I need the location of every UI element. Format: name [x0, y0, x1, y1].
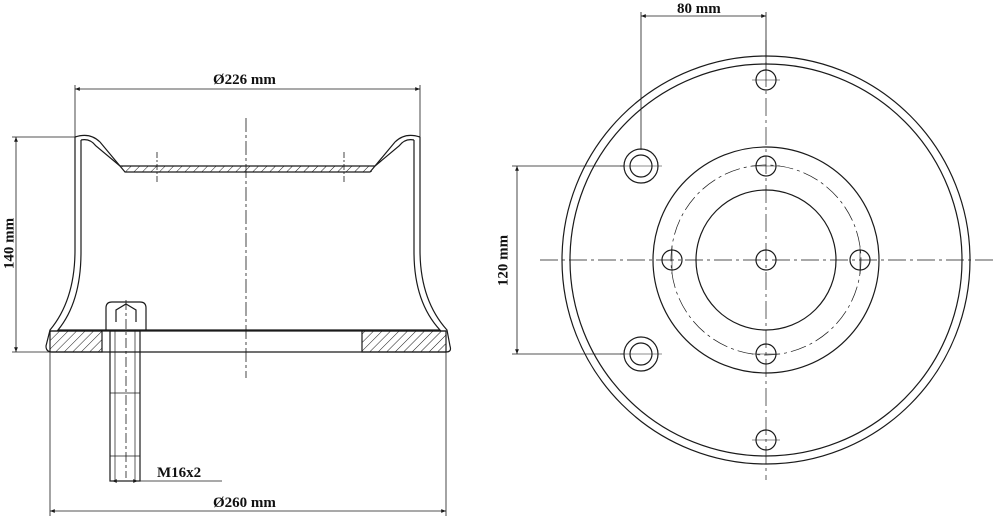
- section-view: [45, 118, 452, 482]
- dim-hole-offset-label: 80 mm: [677, 1, 721, 17]
- dim-hole-spacing-label: 120 mm: [495, 234, 512, 287]
- inner-shell-profile: [56, 140, 442, 331]
- dish-plate-hatch: [122, 166, 372, 172]
- dim-thread-label: M16x2: [157, 465, 202, 481]
- plan-dimensions: [512, 12, 767, 355]
- dim-height-label: 140 mm: [1, 217, 18, 270]
- plan-view: [540, 40, 995, 480]
- base-plate-right-hatch: [361, 330, 447, 353]
- outer-shell-profile: [45, 137, 452, 353]
- dim-base-diameter-label: Ø260 mm: [213, 495, 276, 511]
- dim-top-diameter-label: Ø226 mm: [213, 72, 276, 88]
- hole-center: [755, 249, 777, 271]
- section-dimensions: [12, 85, 447, 516]
- bolt-shank: [109, 330, 141, 482]
- dish-inner: [80, 139, 415, 167]
- base-plate-left-hatch: [49, 330, 103, 353]
